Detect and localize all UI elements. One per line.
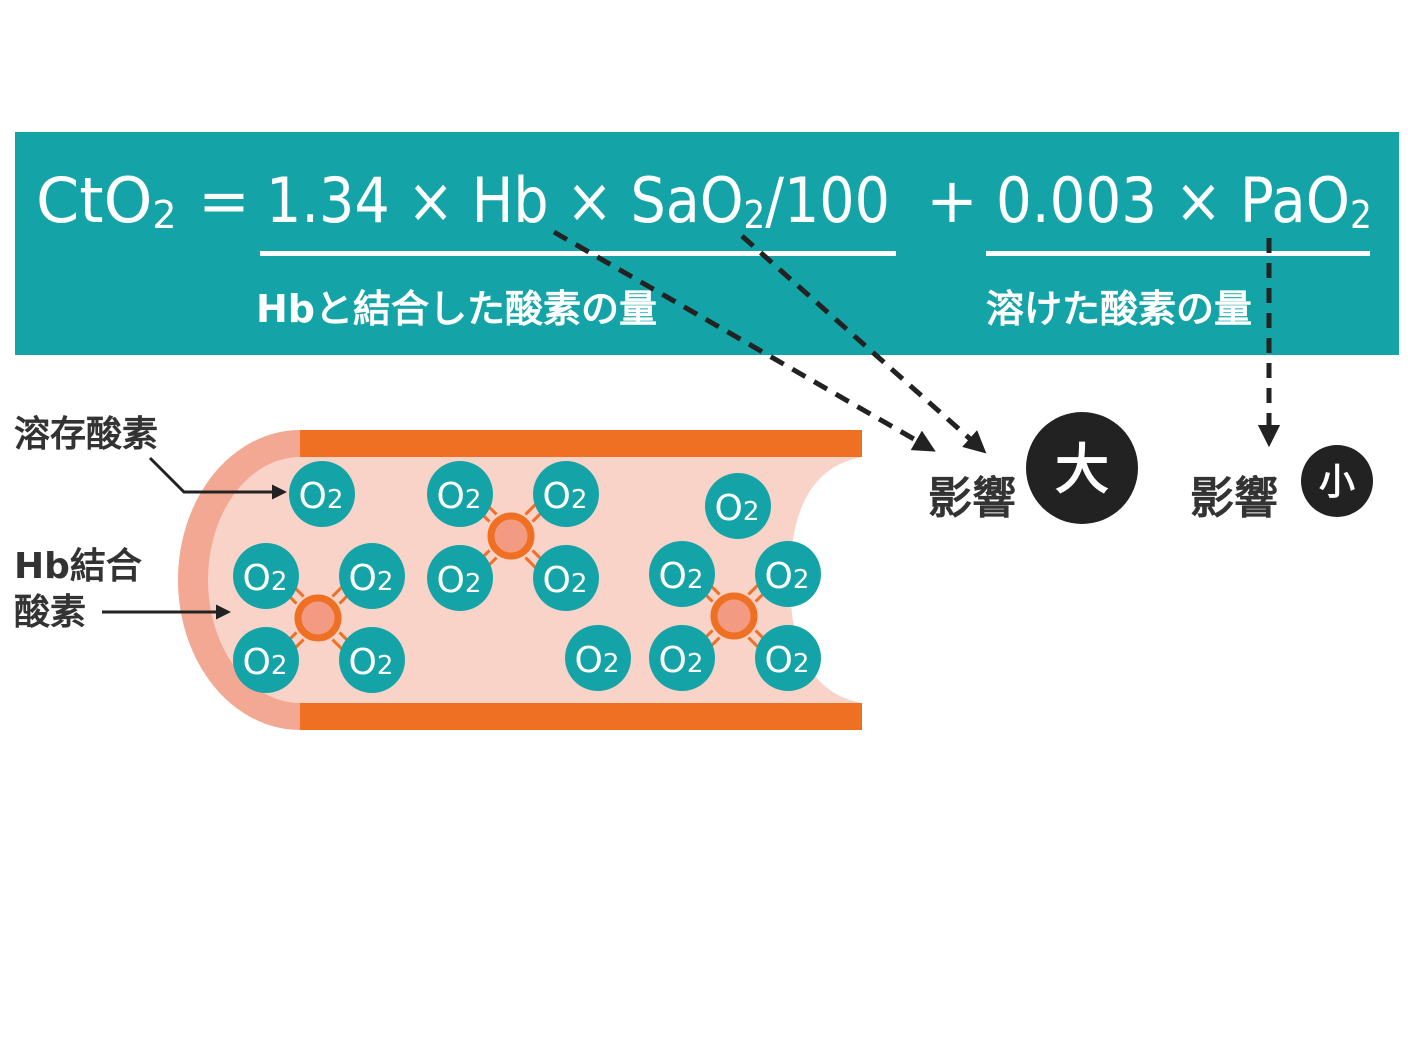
o2-label: O2 [299, 476, 344, 517]
hemoglobin-icon [281, 581, 355, 655]
o2-label: O2 [715, 488, 760, 529]
o2-circle [705, 473, 771, 539]
left-labels: 溶存酸素 Hb結合 酸素 [14, 414, 287, 633]
o2-circle [427, 545, 493, 611]
o2-molecule-icon: O2 [339, 627, 405, 693]
label-dissolved-oxygen: 溶存酸素 [14, 414, 158, 455]
o2-circle [755, 541, 821, 607]
o2-label: O2 [575, 640, 620, 681]
o2-circle [339, 627, 405, 693]
o2-molecule-icon: O2 [755, 625, 821, 691]
o2-molecule-icon: O2 [565, 625, 631, 691]
o2-molecule-icon: O2 [755, 541, 821, 607]
o2-molecule-icon: O2 [233, 543, 299, 609]
formula-lhs: CtO2 [36, 164, 177, 237]
underline-dissolved-term [986, 251, 1370, 256]
dashed-arrow-icon [552, 229, 936, 452]
vessel-wall-bottom [300, 703, 862, 730]
o2-label: O2 [349, 558, 394, 599]
formula-banner: CtO2 = 1.34 × Hb × SaO2/100 + 0.003 × Pa… [15, 132, 1399, 355]
o2-label: O2 [437, 560, 482, 601]
effect-small-badge-text: 小 [1319, 462, 1355, 503]
o2-label: O2 [659, 556, 704, 597]
label-hb-bound-line2: 酸素 [14, 592, 86, 633]
effect-small-label: 影響 [1190, 473, 1278, 524]
formula-term-dissolved: 0.003 × PaO2 [996, 164, 1372, 237]
o2-circle [339, 543, 405, 609]
o2-circle [755, 625, 821, 691]
effect-large-badge-text: 大 [1055, 438, 1109, 501]
hemoglobin-icon [474, 499, 548, 573]
o2-molecule-icon: O2 [427, 461, 493, 527]
arrow-dissolved-icon [148, 456, 287, 500]
o2-circle [649, 541, 715, 607]
effect-large-label: 影響 [928, 473, 1016, 524]
caption-hb-bound: Hbと結合した酸素の量 [256, 287, 657, 331]
o2-label: O2 [659, 640, 704, 681]
o2-molecule-icon: O2 [233, 627, 299, 693]
o2-molecule-icon: O2 [289, 461, 355, 527]
o2-label: O2 [349, 642, 394, 683]
formula-term-hb: 1.34 × Hb × SaO2/100 [266, 164, 890, 237]
effect-small: 影響 小 [1190, 445, 1373, 524]
o2-molecule-icon: O2 [705, 473, 771, 539]
effect-large: 影響 大 [928, 412, 1138, 524]
o2-molecule-icon: O2 [339, 543, 405, 609]
formula-equals: = [198, 164, 250, 237]
dashed-arrow-icon [740, 234, 987, 454]
formula-plus: + [926, 164, 978, 237]
hemoglobin-core [294, 594, 342, 642]
hemoglobin-core [710, 592, 758, 640]
o2-molecule-icon: O2 [649, 541, 715, 607]
o2-circle [533, 545, 599, 611]
o2-circle [565, 625, 631, 691]
o2-label: O2 [437, 476, 482, 517]
o2-circle [233, 627, 299, 693]
caption-dissolved: 溶けた酸素の量 [986, 287, 1252, 331]
vessel-wall-top [300, 430, 862, 457]
o2-circle [289, 461, 355, 527]
o2-label: O2 [543, 476, 588, 517]
o2-label: O2 [243, 558, 288, 599]
o2-molecule-icon: O2 [533, 545, 599, 611]
o2-label: O2 [765, 556, 810, 597]
o2-circle [533, 461, 599, 527]
o2-circle [427, 461, 493, 527]
o2-label: O2 [765, 640, 810, 681]
o2-circle [233, 543, 299, 609]
o2-circle [649, 625, 715, 691]
effect-small-badge [1301, 445, 1373, 517]
label-hb-bound-line1: Hb結合 [14, 546, 142, 587]
underline-hb-term [260, 251, 896, 256]
influence-arrows [552, 229, 1281, 454]
o2-molecule-icon: O2 [533, 461, 599, 527]
o2-molecule-icon: O2 [427, 545, 493, 611]
o2-label: O2 [543, 560, 588, 601]
o2-label: O2 [243, 642, 288, 683]
effect-large-badge [1026, 412, 1138, 524]
hemoglobin-core [487, 512, 535, 560]
o2-molecule-icon: O2 [649, 625, 715, 691]
